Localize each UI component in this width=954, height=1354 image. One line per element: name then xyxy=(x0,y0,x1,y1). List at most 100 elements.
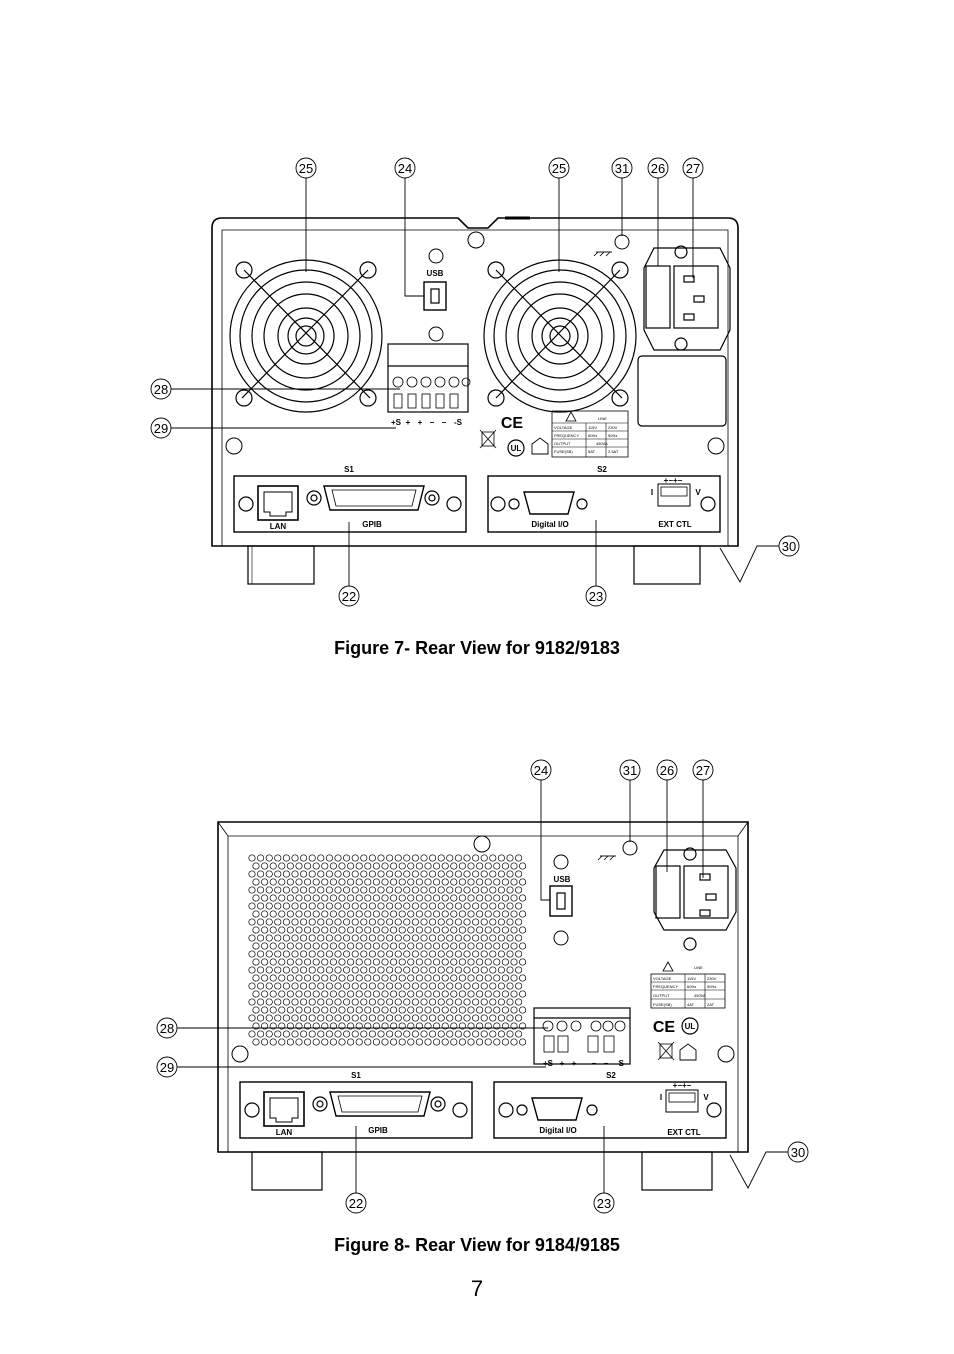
callout-27: 27 xyxy=(686,161,700,176)
usb-label: USB xyxy=(554,875,571,884)
vent-hole xyxy=(269,862,277,870)
callout-31: 31 xyxy=(615,161,629,176)
vent-hole xyxy=(291,886,299,894)
vent-hole xyxy=(394,1030,402,1038)
vent-hole xyxy=(497,982,505,990)
vent-hole xyxy=(424,1038,432,1046)
vent-hole xyxy=(269,942,277,950)
vent-hole xyxy=(407,910,415,918)
vent-hole xyxy=(446,902,454,910)
vent-hole xyxy=(433,878,441,886)
vent-hole xyxy=(403,854,411,862)
vent-hole xyxy=(463,1030,471,1038)
vent-hole xyxy=(446,854,454,862)
vent-hole xyxy=(394,950,402,958)
vent-hole xyxy=(424,942,432,950)
vent-hole xyxy=(489,870,497,878)
vent-hole xyxy=(372,862,380,870)
vent-hole xyxy=(441,942,449,950)
vent-hole xyxy=(257,998,265,1006)
vent-hole xyxy=(433,990,441,998)
vent-hole xyxy=(420,934,428,942)
vent-hole xyxy=(343,886,351,894)
vent-hole xyxy=(347,974,355,982)
vent-hole xyxy=(497,966,505,974)
vent-hole xyxy=(300,934,308,942)
ext-ctl-label: EXT CTL xyxy=(667,1128,700,1137)
vent-hole xyxy=(407,1038,415,1046)
vent-hole xyxy=(334,998,342,1006)
vent-hole xyxy=(463,886,471,894)
vent-hole xyxy=(506,1014,514,1022)
vent-hole xyxy=(269,958,277,966)
vent-hole xyxy=(343,934,351,942)
vent-hole xyxy=(355,878,363,886)
vent-hole xyxy=(321,1038,329,1046)
vent-hole xyxy=(420,950,428,958)
vent-hole xyxy=(334,870,342,878)
callout-circles xyxy=(150,157,800,607)
figure-7-drawing xyxy=(150,157,800,607)
vent-hole xyxy=(377,950,385,958)
vent-hole xyxy=(343,950,351,958)
vent-hole xyxy=(286,1038,294,1046)
vent-hole xyxy=(480,886,488,894)
vent-hole xyxy=(278,1038,286,1046)
vent-hole xyxy=(458,1022,466,1030)
vent-hole xyxy=(472,854,480,862)
vent-hole xyxy=(437,902,445,910)
vent-hole xyxy=(454,966,462,974)
terminal-label: + xyxy=(572,1059,577,1068)
vent-hole xyxy=(295,1022,303,1030)
vent-hole xyxy=(411,918,419,926)
vent-hole xyxy=(317,982,325,990)
callout-24: 24 xyxy=(534,763,548,778)
vent-hole xyxy=(476,974,484,982)
vent-hole xyxy=(274,854,282,862)
vent-hole xyxy=(248,918,256,926)
vent-hole xyxy=(398,862,406,870)
vent-hole xyxy=(519,958,527,966)
vent-hole xyxy=(360,1030,368,1038)
vent-hole xyxy=(480,966,488,974)
vent-hole xyxy=(364,1038,372,1046)
vent-hole xyxy=(394,998,402,1006)
vent-hole xyxy=(372,1006,380,1014)
callout-27: 27 xyxy=(696,763,710,778)
ext-v-label: V xyxy=(703,1093,709,1102)
rating-cell: 4AT xyxy=(687,1002,695,1007)
vent-hole xyxy=(480,998,488,1006)
vent-hole xyxy=(265,950,273,958)
fan-left xyxy=(229,259,383,413)
vent-hole xyxy=(403,1030,411,1038)
callout-28: 28 xyxy=(160,1021,174,1036)
vent-hole xyxy=(381,1006,389,1014)
vent-hole xyxy=(386,950,394,958)
vent-hole xyxy=(248,982,256,990)
vent-hole xyxy=(278,926,286,934)
vent-hole xyxy=(325,1030,333,1038)
vent-hole xyxy=(317,966,325,974)
vent-hole xyxy=(325,934,333,942)
vent-hole xyxy=(398,990,406,998)
vent-hole xyxy=(484,926,492,934)
vent-hole xyxy=(265,966,273,974)
vent-hole xyxy=(450,894,458,902)
vent-hole xyxy=(308,854,316,862)
vent-hole xyxy=(304,990,312,998)
vent-hole xyxy=(437,854,445,862)
vent-hole xyxy=(317,1014,325,1022)
vent-hole xyxy=(390,942,398,950)
vent-hole xyxy=(265,982,273,990)
vent-hole xyxy=(450,862,458,870)
vent-hole xyxy=(433,862,441,870)
vent-hole xyxy=(493,862,501,870)
vent-hole xyxy=(334,854,342,862)
vent-hole xyxy=(347,878,355,886)
vent-hole xyxy=(390,990,398,998)
vent-hole xyxy=(472,934,480,942)
vent-hole xyxy=(441,1006,449,1014)
vent-hole xyxy=(463,934,471,942)
vent-hole xyxy=(429,950,437,958)
vent-hole xyxy=(454,854,462,862)
